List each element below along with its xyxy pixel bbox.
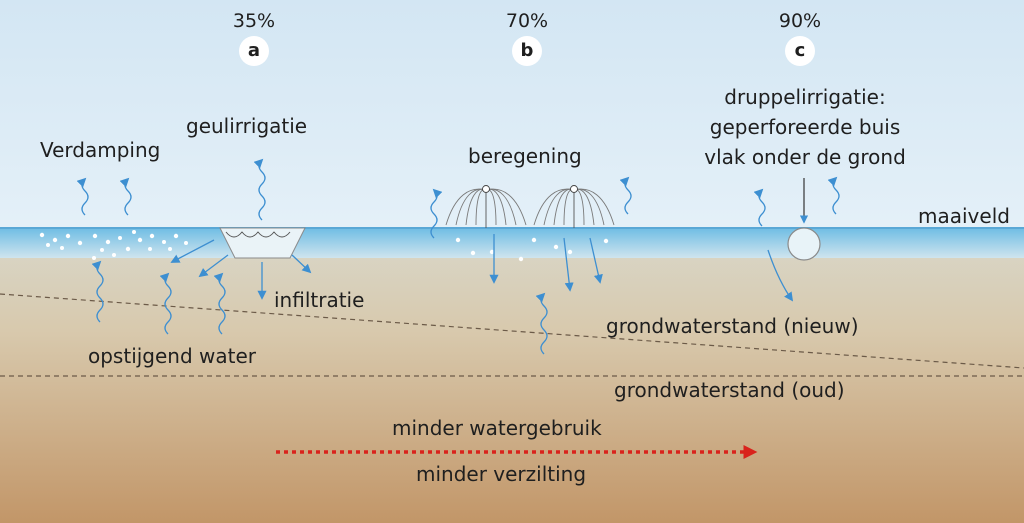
infil-arrow-4 — [291, 254, 312, 274]
water-layer — [0, 228, 1024, 258]
infil-arrow-6 — [563, 237, 574, 292]
groundwater-new-line — [0, 293, 1024, 369]
infil-arrow-8 — [767, 249, 794, 302]
label-druppelirrigatie: druppelirrigatie: geperforeerde buis vla… — [680, 82, 930, 172]
label-minder-watergebruik: minder watergebruik — [392, 416, 602, 440]
label-opstijgend-water: opstijgend water — [88, 344, 257, 368]
droplets-b — [455, 237, 609, 262]
wavy-arrows — [76, 158, 840, 355]
evap-arrow-6 — [753, 188, 766, 227]
badge-b: b — [512, 36, 542, 66]
label-druppel-line-3: vlak onder de grond — [704, 145, 906, 169]
infil-arrow-7 — [589, 237, 603, 284]
infil-arrow-1 — [170, 239, 215, 263]
badge-a: a — [239, 36, 269, 66]
efficiency-b: 70% — [505, 10, 549, 32]
trench — [219, 227, 306, 259]
efficiency-a: 35% — [232, 10, 276, 32]
evap-arrow-3 — [253, 158, 266, 221]
infil-arrow-2 — [198, 254, 229, 278]
drip-pipe — [787, 227, 821, 261]
sprinkler-right — [533, 185, 615, 228]
rise-arrow-2 — [159, 272, 172, 335]
label-maaiveld: maaiveld — [918, 204, 1010, 228]
label-beregening: beregening — [468, 144, 582, 168]
efficiency-c: 90% — [778, 10, 822, 32]
infiltration-arrows — [170, 234, 794, 302]
label-druppel-line-2: geperforeerde buis — [709, 115, 901, 139]
rise-arrow-1 — [91, 260, 104, 323]
label-grondwaterstand-oud: grondwaterstand (oud) — [614, 378, 845, 402]
label-minder-verzilting: minder verzilting — [416, 462, 587, 486]
label-verdamping: Verdamping — [40, 138, 161, 162]
droplets-a — [39, 230, 188, 260]
evap-arrow-2 — [119, 177, 132, 216]
rise-arrow-3 — [213, 272, 226, 335]
soil — [0, 228, 1024, 523]
sky — [0, 0, 1024, 228]
evap-arrow-5 — [619, 176, 632, 215]
badge-c: c — [785, 36, 815, 66]
evap-arrow-4 — [430, 188, 443, 239]
sprinkler-left — [445, 185, 527, 228]
rise-arrow-4 — [535, 292, 548, 355]
trench-water — [225, 231, 291, 238]
label-geulirrigatie: geulirrigatie — [186, 114, 308, 138]
evap-arrow-1 — [76, 177, 89, 216]
label-druppel-line-1: druppelirrigatie: — [724, 85, 886, 109]
label-grondwaterstand-nieuw: grondwaterstand (nieuw) — [606, 314, 859, 338]
label-infiltratie: infiltratie — [274, 288, 365, 312]
evap-arrow-7 — [827, 176, 840, 215]
